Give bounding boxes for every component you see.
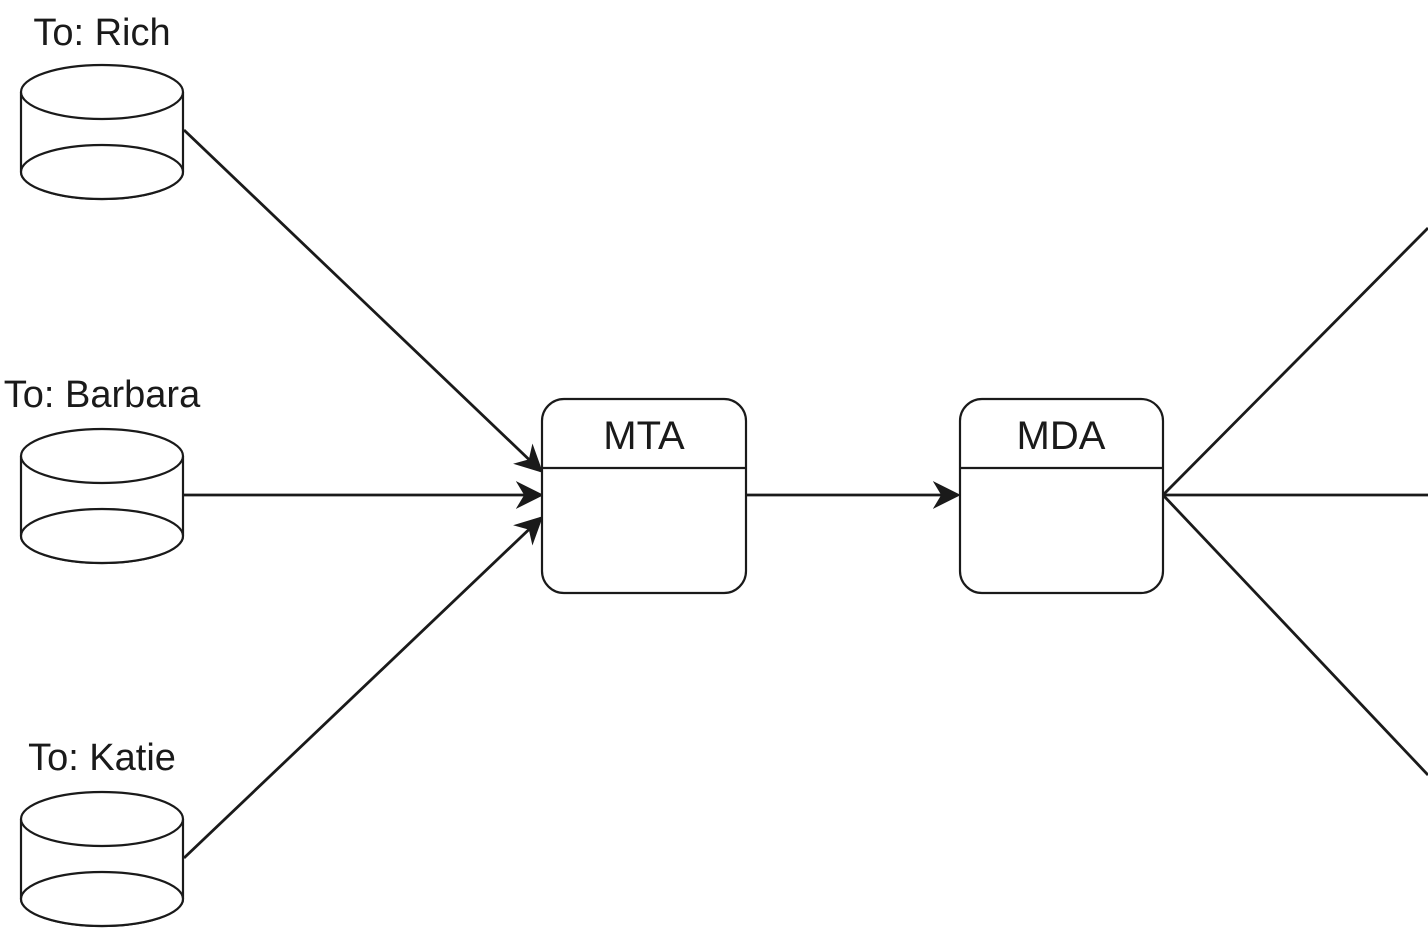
edge-katie-to-mta — [183, 516, 544, 860]
mta-box: MTA — [540, 397, 748, 595]
edge-mda-out-top — [1162, 227, 1428, 496]
database-icon — [19, 790, 185, 928]
sender-rich-label: To: Rich — [33, 12, 170, 54]
sender-katie: To: Katie — [19, 737, 185, 928]
mta-title: MTA — [603, 414, 685, 458]
database-icon — [19, 427, 185, 565]
sender-katie-label: To: Katie — [28, 737, 176, 779]
mda-title: MDA — [1017, 414, 1106, 458]
sender-rich: To: Rich — [19, 12, 185, 201]
edge-mda-out-bottom — [1161, 494, 1428, 776]
edge-rich-to-mta — [183, 128, 544, 473]
database-icon — [19, 63, 185, 201]
sender-barbara-label: To: Barbara — [4, 374, 201, 416]
mda-box: MDA — [958, 397, 1165, 595]
sender-barbara: To: Barbara — [4, 374, 201, 565]
